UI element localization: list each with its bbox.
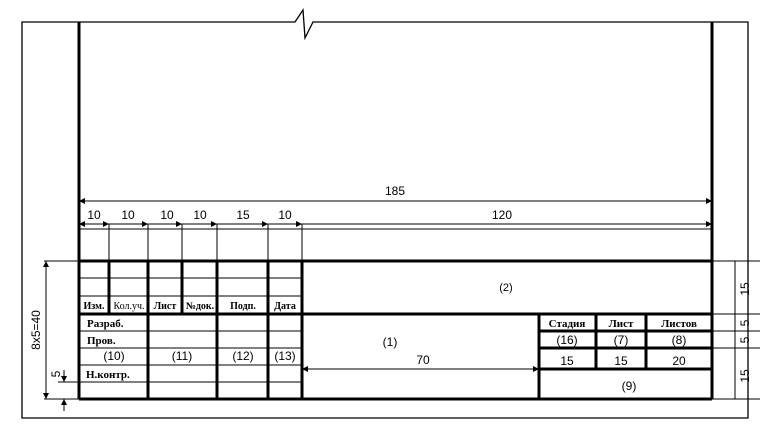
dim-right-5-b: 5 xyxy=(738,336,752,343)
stage-list: Лист xyxy=(609,318,634,330)
field-11: (11) xyxy=(172,349,192,363)
col-kol-uch: Кол.уч. xyxy=(113,301,144,312)
field-13: (13) xyxy=(274,349,295,363)
field-2: (2) xyxy=(499,282,512,294)
dim-col-10-c: 10 xyxy=(160,208,174,222)
stage-w-stadiya: 15 xyxy=(560,354,574,368)
field-9: (9) xyxy=(622,379,637,393)
col-data: Дата xyxy=(274,301,296,312)
col-list: Лист xyxy=(154,301,177,312)
dim-right-5-a: 5 xyxy=(738,319,752,326)
dim-row-5: 5 xyxy=(49,370,63,377)
field-12: (12) xyxy=(232,349,253,363)
row-prov: Пров. xyxy=(87,335,116,347)
field-7: (7) xyxy=(614,333,629,347)
row-n-kontr: Н.контр. xyxy=(86,369,130,381)
col-podp: Подп. xyxy=(230,301,256,312)
dim-right-15-top: 15 xyxy=(738,282,752,296)
dim-right-15-bottom: 15 xyxy=(738,369,752,383)
stage-listov: Листов xyxy=(661,318,697,330)
field-8: (8) xyxy=(672,333,687,347)
dimension-lines xyxy=(43,198,760,411)
sheet-border xyxy=(21,8,749,419)
dim-height-40: 8x5=40 xyxy=(29,310,43,350)
dim-col-10-d: 10 xyxy=(193,208,207,222)
dim-185: 185 xyxy=(385,184,405,198)
thin-rows xyxy=(79,228,712,383)
stage-w-listov: 20 xyxy=(672,354,686,368)
dim-col-10-e: 10 xyxy=(278,208,292,222)
dim-70: 70 xyxy=(416,353,430,367)
dim-col-15: 15 xyxy=(236,208,250,222)
stage-w-list: 15 xyxy=(614,354,628,368)
dim-col-10-b: 10 xyxy=(121,208,135,222)
row-razrab: Разраб. xyxy=(87,318,124,330)
dim-col-120: 120 xyxy=(492,208,512,222)
field-10: (10) xyxy=(103,349,124,363)
field-1: (1) xyxy=(383,335,398,349)
field-16: (16) xyxy=(556,333,577,347)
dim-col-10-a: 10 xyxy=(87,208,101,222)
col-n-dok: №док. xyxy=(186,301,215,312)
stage-stadiya: Стадия xyxy=(549,318,586,330)
col-izm: Изм. xyxy=(84,301,105,312)
